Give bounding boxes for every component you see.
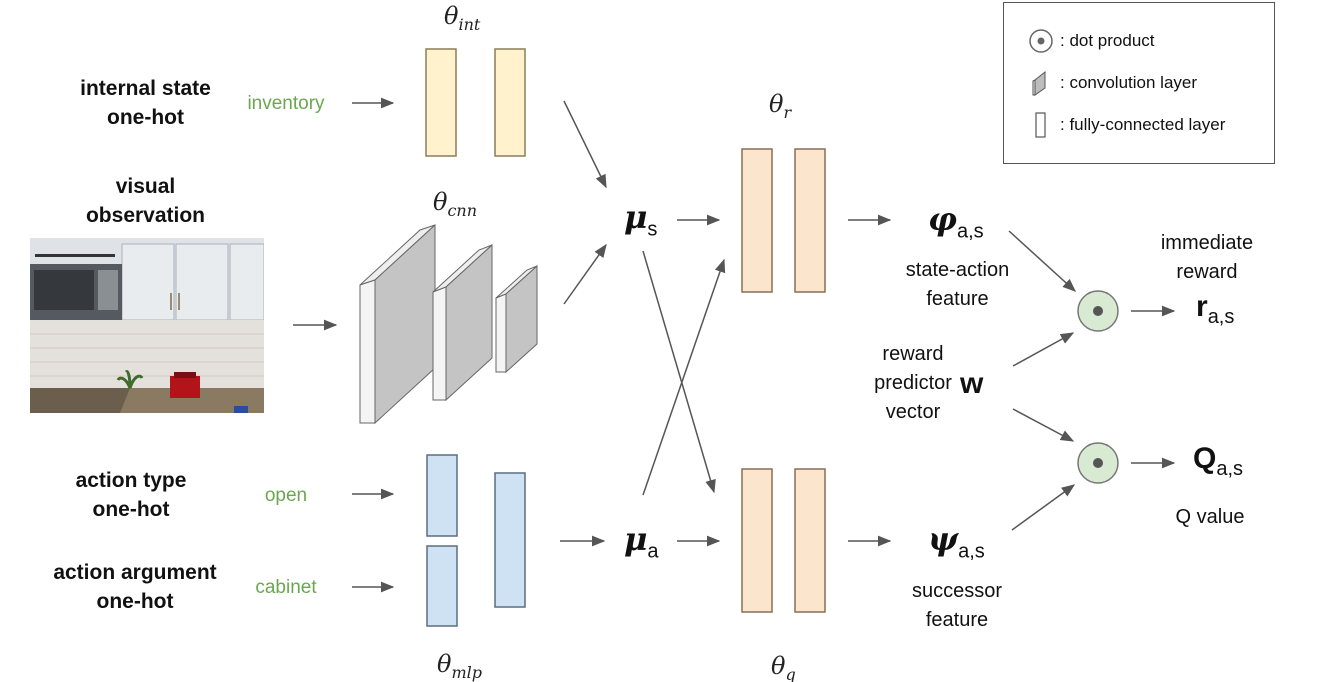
internal-state-label: internal state one-hot [80, 77, 211, 129]
phi-symbol: φa,s [928, 200, 984, 243]
w-symbol: w [960, 367, 984, 400]
psi-symbol: ψa,s [928, 520, 985, 563]
legend-dot-product: : dot product [1026, 27, 1155, 55]
arrow-mua-to-r [642, 258, 726, 496]
successor-feature-label: successor feature [911, 580, 1003, 631]
cnn-layer-3 [495, 264, 538, 374]
arrow-cnn-to-mus [563, 243, 607, 305]
dot-product-q-node [1077, 442, 1119, 484]
arrow-int-to-mus [563, 100, 607, 189]
theta-r-label: θr [769, 90, 792, 122]
q-value-label: Q value [1175, 506, 1245, 528]
kitchen-observation-image [30, 238, 264, 413]
action-type-label: action type one-hot [75, 469, 187, 521]
int-fc-layer-1 [425, 48, 457, 157]
dot-product-icon [1026, 27, 1056, 55]
theta-q-label: θq [771, 652, 796, 682]
q-fc-layer-1 [741, 468, 773, 613]
legend-convolution: : convolution layer [1026, 69, 1197, 97]
q-symbol: Qa,s [1193, 442, 1244, 480]
fully-connected-layer-icon [1026, 111, 1056, 139]
action-argument-label: action argument one-hot [53, 561, 217, 613]
flow-arrows [293, 97, 1176, 593]
legend-fully-connected: : fully-connected layer [1026, 111, 1225, 139]
cnn-layer-1 [359, 223, 436, 425]
cabinet-label: cabinet [255, 577, 317, 598]
mlp-fc-layer-arg [426, 545, 458, 627]
theta-int-label: θint [444, 2, 481, 34]
open-label: open [264, 485, 308, 506]
inventory-label: inventory [247, 93, 325, 114]
cnn-layer-2 [432, 243, 493, 402]
r-fc-layer-2 [794, 148, 826, 293]
r-symbol: ra,s [1196, 290, 1235, 328]
q-fc-layer-2 [794, 468, 826, 613]
arrow-w-to-dot-q [1012, 408, 1075, 442]
arrow-phi-to-dot [1008, 230, 1076, 292]
int-fc-layer-2 [494, 48, 526, 157]
legend-box: : dot product : convolution layer : full… [1003, 2, 1275, 164]
convolution-layer-icon [1026, 69, 1056, 97]
visual-observation-label: visual observation [85, 175, 206, 227]
theta-cnn-label: θcnn [433, 188, 478, 220]
reward-predictor-label: reward predictor vector [874, 343, 952, 423]
r-fc-layer-1 [741, 148, 773, 293]
mu-a-symbol: μa [624, 520, 659, 563]
state-action-feature-label: state-action feature [905, 259, 1010, 310]
arrow-w-to-dot-r [1012, 332, 1075, 367]
dot-product-reward-node [1077, 290, 1119, 332]
immediate-reward-label: immediate reward [1160, 232, 1254, 283]
theta-mlp-label: θmlp [437, 650, 482, 682]
arrow-psi-to-dot [1011, 484, 1076, 531]
mlp-fc-layer-2 [494, 472, 526, 608]
arrow-mus-to-q [642, 250, 716, 494]
mu-s-symbol: μs [624, 198, 658, 241]
mlp-fc-layer-type [426, 454, 458, 537]
